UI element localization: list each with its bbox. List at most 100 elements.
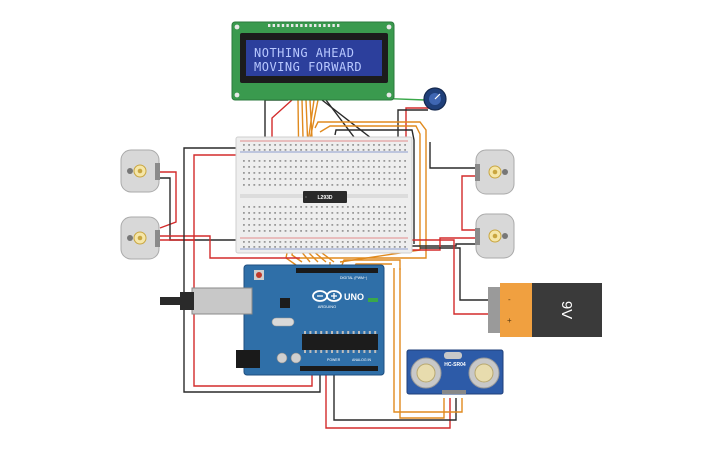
breadboard-hole bbox=[289, 184, 292, 186]
breadboard-hole bbox=[253, 246, 256, 248]
breadboard-hole bbox=[305, 184, 308, 186]
breadboard-hole bbox=[331, 224, 334, 226]
motor-shaft-center bbox=[492, 233, 498, 239]
breadboard-hole bbox=[269, 144, 271, 146]
breadboard-hole bbox=[378, 149, 380, 151]
breadboard-hole bbox=[310, 224, 313, 226]
breadboard-hole bbox=[289, 241, 292, 243]
breadboard-hole bbox=[248, 241, 250, 243]
breadboard-hole bbox=[269, 218, 271, 220]
breadboard-hole bbox=[295, 144, 297, 146]
battery-body bbox=[532, 283, 602, 337]
breadboard-hole bbox=[404, 178, 406, 180]
breadboard-hole bbox=[388, 212, 391, 214]
breadboard-hole bbox=[315, 224, 318, 226]
breadboard-hole bbox=[300, 184, 302, 186]
motor-terminal bbox=[155, 163, 160, 180]
breadboard-hole bbox=[331, 149, 334, 151]
breadboard-hole bbox=[263, 178, 266, 180]
battery-plus-label: + bbox=[507, 316, 512, 325]
mcu-pin bbox=[363, 331, 366, 334]
breadboard-hole bbox=[378, 184, 380, 186]
breadboard-hole bbox=[357, 230, 360, 232]
breadboard-hole bbox=[388, 230, 391, 232]
breadboard-hole bbox=[399, 149, 401, 151]
breadboard-hole bbox=[284, 206, 287, 208]
motor-right-top[interactable] bbox=[475, 149, 515, 195]
breadboard-hole bbox=[300, 149, 302, 151]
breadboard-hole bbox=[295, 224, 297, 226]
breadboard-hole bbox=[352, 166, 354, 168]
lcd-screen bbox=[246, 40, 382, 76]
wire-motor-right-top-in bbox=[429, 142, 476, 169]
breadboard-hole bbox=[284, 224, 287, 226]
breadboard-hole bbox=[331, 218, 334, 220]
breadboard-hole bbox=[393, 166, 396, 168]
breadboard-hole bbox=[404, 172, 406, 174]
lcd-pin bbox=[295, 24, 298, 27]
lcd-display[interactable]: NOTHING AHEAD MOVING FORWARD bbox=[231, 21, 395, 101]
breadboard-hole bbox=[383, 224, 386, 226]
breadboard-hole bbox=[404, 149, 406, 151]
power-header-label: POWER bbox=[327, 358, 341, 362]
breadboard-hole bbox=[253, 184, 256, 186]
potentiometer[interactable] bbox=[423, 87, 447, 111]
breadboard-hole bbox=[362, 172, 365, 174]
breadboard-hole bbox=[367, 241, 370, 243]
breadboard-hole bbox=[289, 246, 292, 248]
lcd-pin bbox=[318, 24, 321, 27]
breadboard-hole bbox=[347, 241, 349, 243]
breadboard-hole bbox=[393, 160, 396, 162]
ultrasonic-sensor[interactable]: HC-SR04 bbox=[406, 349, 504, 395]
battery-9v[interactable]: - + 9V bbox=[488, 283, 602, 337]
motor-right-bottom[interactable] bbox=[475, 213, 515, 259]
wire-motor-right-link-red bbox=[461, 175, 476, 231]
breadboard-hole bbox=[300, 178, 302, 180]
lcd-pin bbox=[332, 24, 335, 27]
arduino-uno[interactable]: UNO ARDUINO DIGITAL (PWM~) POWER ANALOG … bbox=[160, 264, 385, 376]
breadboard-hole bbox=[378, 160, 380, 162]
breadboard-hole bbox=[243, 206, 245, 208]
wire-us-trig bbox=[393, 268, 463, 413]
breadboard-hole bbox=[295, 206, 297, 208]
breadboard-hole bbox=[404, 218, 406, 220]
lcd-pin bbox=[291, 24, 294, 27]
mcu-pin bbox=[309, 331, 312, 334]
breadboard-hole bbox=[388, 224, 391, 226]
breadboard-hole bbox=[341, 166, 344, 168]
breadboard-hole bbox=[352, 224, 354, 226]
mcu-pin bbox=[331, 331, 333, 334]
breadboard-hole bbox=[326, 149, 328, 151]
breadboard-hole bbox=[399, 206, 401, 208]
breadboard-hole bbox=[383, 230, 386, 232]
breadboard-hole bbox=[331, 172, 334, 174]
breadboard-hole bbox=[367, 184, 370, 186]
wire-motor-left-link-black bbox=[160, 177, 240, 241]
wire-motor-right-bottom-in bbox=[410, 243, 476, 247]
breadboard-hole bbox=[373, 230, 375, 232]
motor-left-top[interactable] bbox=[120, 149, 160, 193]
breadboard-hole bbox=[295, 212, 297, 214]
breadboard-hole bbox=[258, 166, 261, 168]
breadboard-hole bbox=[300, 160, 302, 162]
breadboard-hole bbox=[378, 218, 380, 220]
breadboard-hole bbox=[310, 160, 313, 162]
motor-driver-chip[interactable]: L293D bbox=[303, 191, 347, 203]
motor-driver-chip-body bbox=[303, 191, 347, 203]
breadboard-hole bbox=[310, 212, 313, 214]
breadboard-hole bbox=[310, 241, 313, 243]
breadboard-hole bbox=[326, 218, 328, 220]
arduino-model-label: UNO bbox=[344, 292, 364, 302]
breadboard-hole bbox=[253, 212, 256, 214]
motor-left-bottom[interactable] bbox=[120, 216, 160, 260]
breadboard-hole bbox=[388, 144, 391, 146]
breadboard-hole bbox=[336, 218, 339, 220]
breadboard-hole bbox=[404, 230, 406, 232]
analog-header-label: ANALOG IN bbox=[352, 358, 372, 362]
usb-plug bbox=[180, 292, 194, 310]
crystal-oscillator bbox=[271, 317, 295, 327]
breadboard-hole bbox=[295, 172, 297, 174]
breadboard-hole bbox=[367, 206, 370, 208]
breadboard-hole bbox=[362, 206, 365, 208]
breadboard-hole bbox=[321, 241, 323, 243]
